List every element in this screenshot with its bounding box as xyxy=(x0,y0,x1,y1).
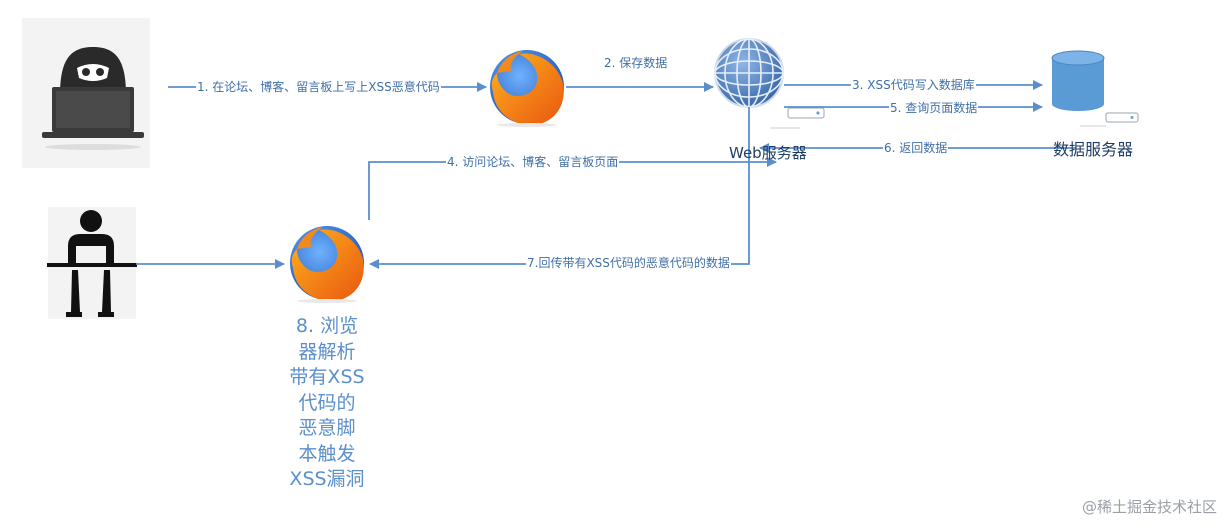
database-cylinder-icon xyxy=(1051,50,1105,111)
edge-7-arrow xyxy=(369,107,750,269)
db-server-label: 数据服务器 xyxy=(1053,140,1134,159)
user-at-desk-icon xyxy=(47,207,137,319)
browser-parse-note: 8. 浏览 器解析 带有XSS 代码的 恶意脚 本触发 XSS漏洞 xyxy=(282,314,372,493)
edge-5-label: 5. 查询页面数据 xyxy=(889,101,979,115)
watermark: @稀土掘金技术社区 xyxy=(1081,498,1217,516)
note-line: 本触发 xyxy=(298,442,356,465)
note-line: XSS漏洞 xyxy=(289,468,365,490)
edge-6-label: 6. 返回数据 xyxy=(883,141,949,155)
note-line: 8. 浏览 xyxy=(295,315,359,337)
note-line: 代码的 xyxy=(298,391,356,414)
edge-2-label: 2. 保存数据 xyxy=(603,56,669,70)
note-line: 带有XSS xyxy=(289,366,365,388)
globe-server-icon xyxy=(714,38,784,108)
firefox-icon xyxy=(290,226,364,303)
server-box-icon xyxy=(770,107,825,129)
note-line: 器解析 xyxy=(298,340,356,363)
web-server-label: Web服务器 xyxy=(729,144,807,162)
edge-7-label: 7.回传带有XSS代码的恶意代码的数据 xyxy=(526,256,731,270)
firefox-icon xyxy=(490,50,564,127)
edge-4-arrow xyxy=(368,157,777,220)
edge-1-label: 1. 在论坛、博客、留言板上写上XSS恶意代码 xyxy=(196,80,441,94)
note-line: 恶意脚 xyxy=(298,417,356,439)
hacker-laptop-icon xyxy=(22,18,150,168)
db-box-icon xyxy=(1080,112,1139,127)
edge-3-label: 3. XSS代码写入数据库 xyxy=(851,78,976,92)
edge-4-label: 4. 访问论坛、博客、留言板页面 xyxy=(446,155,620,169)
